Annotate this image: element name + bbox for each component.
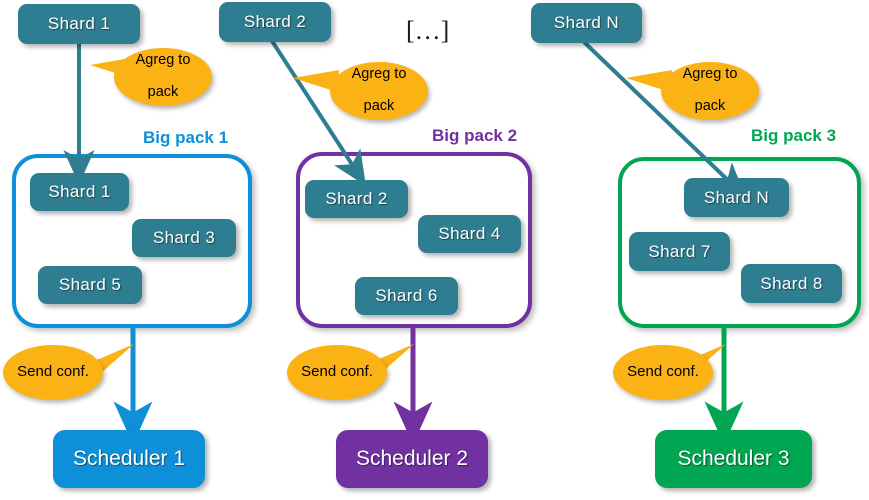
pack-2-title: Big pack 2 <box>432 126 518 145</box>
pack-1-shard-3[interactable]: Shard 5 <box>38 266 142 304</box>
agreg-callout-3-line2: pack <box>694 97 726 114</box>
agreg-callout-1: Agreg to pack <box>114 48 212 106</box>
send-conf-callout-1-label: Send conf. <box>17 363 89 381</box>
arrow-shardn-to-pack3 <box>582 40 746 198</box>
top-shard-2-label: Shard 2 <box>243 12 307 31</box>
pack-3-shard-2[interactable]: Shard 7 <box>629 232 730 271</box>
pack-1-shard-2[interactable]: Shard 3 <box>132 219 236 257</box>
top-shard-1-label: Shard 1 <box>47 14 111 33</box>
pack-2-shard-2[interactable]: Shard 4 <box>418 215 521 253</box>
top-shard-2[interactable]: Shard 2 <box>219 2 331 42</box>
agreg-callout-1-line2: pack <box>147 83 179 100</box>
pack-1-title: Big pack 1 <box>143 128 229 147</box>
pack-1-shard-3-label: Shard 5 <box>58 275 122 294</box>
scheduler-3[interactable]: Scheduler 3 <box>655 430 812 488</box>
agreg-callout-3-line1: Agreg to <box>682 66 738 83</box>
ellipsis-indicator: […] <box>406 16 450 45</box>
top-shard-n-label: Shard N <box>553 13 620 32</box>
send-conf-callout-2: Send conf. <box>287 345 387 400</box>
agreg-callout-3: Agreg to pack <box>661 62 759 120</box>
pack-1-shard-1[interactable]: Shard 1 <box>30 173 129 211</box>
pack-2-shard-3-label: Shard 6 <box>375 286 438 305</box>
arrow-shard2-to-pack2 <box>270 39 366 186</box>
agreg-callout-2-line1: Agreg to <box>351 66 407 83</box>
scheduler-1-label: Scheduler 1 <box>72 447 186 470</box>
pack-2-shard-2-label: Shard 4 <box>438 224 501 243</box>
scheduler-1[interactable]: Scheduler 1 <box>53 430 205 488</box>
send-conf-callout-3-label: Send conf. <box>627 363 699 381</box>
send-conf-callout-2-label: Send conf. <box>301 363 373 381</box>
pack-1-shard-2-label: Shard 3 <box>152 228 216 247</box>
agreg-callout-tail-2 <box>293 70 339 92</box>
send-conf-callout-3: Send conf. <box>613 345 713 400</box>
pack-3-shard-3[interactable]: Shard 8 <box>741 264 842 303</box>
scheduler-2-label: Scheduler 2 <box>355 447 469 470</box>
agreg-callout-1-line1: Agreg to <box>135 52 191 69</box>
pack-3-shard-3-label: Shard 8 <box>760 273 823 293</box>
pack-2-shard-3[interactable]: Shard 6 <box>355 277 458 315</box>
pack-3-shard-1-label: Shard N <box>703 187 770 207</box>
pack-3-shard-2-label: Shard 7 <box>648 241 711 261</box>
scheduler-3-label: Scheduler 3 <box>677 447 790 470</box>
scheduler-2[interactable]: Scheduler 2 <box>336 430 488 488</box>
send-conf-callout-1: Send conf. <box>3 345 103 400</box>
top-shard-n[interactable]: Shard N <box>531 3 642 43</box>
agreg-callout-2-line2: pack <box>363 97 395 114</box>
pack-2-shard-1[interactable]: Shard 2 <box>305 180 408 218</box>
agreg-callout-2: Agreg to pack <box>330 62 428 120</box>
agreg-callout-tail-3 <box>626 70 672 92</box>
pack-3-shard-1[interactable]: Shard N <box>684 178 789 217</box>
pack-3-title: Big pack 3 <box>751 126 837 145</box>
pack-2-shard-1-label: Shard 2 <box>325 189 388 208</box>
top-shard-1[interactable]: Shard 1 <box>18 4 140 44</box>
pack-1-shard-1-label: Shard 1 <box>48 182 111 201</box>
